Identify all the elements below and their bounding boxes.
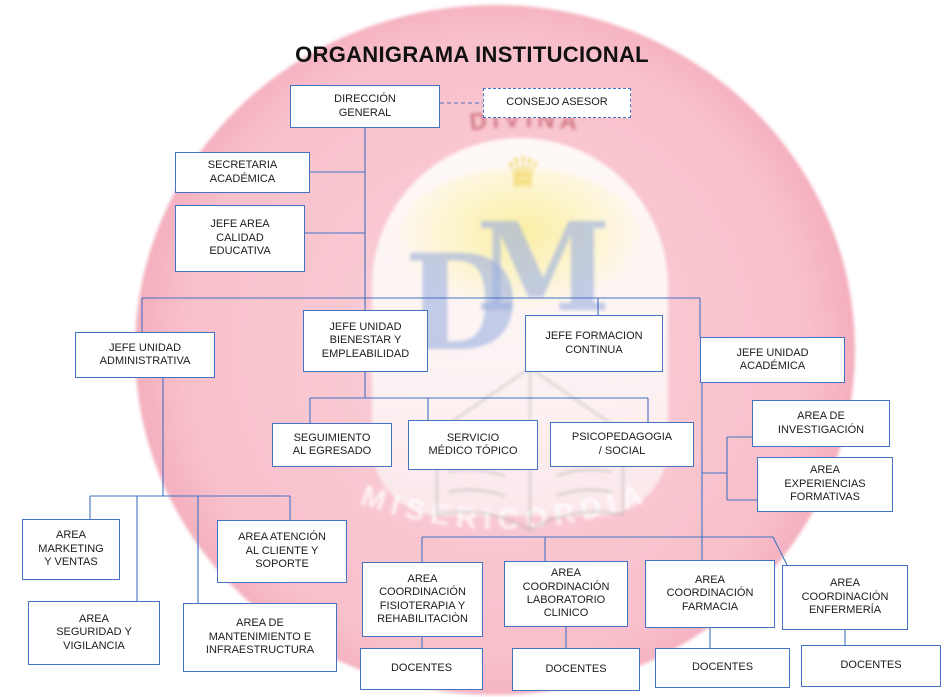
page-title: ORGANIGRAMA INSTITUCIONAL [295, 42, 649, 67]
org-node-jefe-unidad-bienestar-empleabilidad: JEFE UNIDAD BIENESTAR Y EMPLEABILIDAD [303, 310, 428, 372]
org-node-area-coordinacion-laboratorio-clinico: AREA COORDINACIÓN LABORATORIO CLINICO [504, 561, 628, 627]
org-node-area-marketing-ventas: AREA MARKETING Y VENTAS [22, 519, 120, 580]
org-node-jefe-formacion-continua: JEFE FORMACION CONTINUA [525, 315, 663, 372]
org-node-docentes-fisioterapia: DOCENTES [360, 648, 483, 690]
org-node-area-coordinacion-farmacia: AREA COORDINACIÓN FARMACIA [645, 560, 775, 628]
org-node-docentes-enfermeria: DOCENTES [801, 645, 941, 687]
org-node-jefe-unidad-academica: JEFE UNIDAD ACADÉMICA [700, 337, 845, 383]
org-node-jefe-unidad-administrativa: JEFE UNIDAD ADMINISTRATIVA [75, 332, 215, 378]
org-node-psicopedagogia-social: PSICOPEDAGOGIA / SOCIAL [550, 422, 694, 467]
org-node-area-coordinacion-fisioterapia-rehabilitacion: AREA COORDINACIÓN FISIOTERAPIA Y REHABIL… [362, 562, 483, 637]
org-node-area-mantenimiento-infraestructura: AREA DE MANTENIMIENTO E INFRAESTRUCTURA [183, 603, 337, 672]
org-node-jefe-area-calidad-educativa: JEFE AREA CALIDAD EDUCATIVA [175, 205, 305, 272]
org-node-servicio-medico-topico: SERVICIO MÉDICO TÓPICO [408, 420, 538, 470]
org-node-area-coordinacion-enfermeria: AREA COORDINACIÓN ENFERMERÍA [782, 565, 908, 630]
connector-coordinacion-spine [422, 536, 788, 566]
org-node-docentes-farmacia: DOCENTES [655, 648, 790, 688]
org-node-docentes-laboratorio: DOCENTES [512, 648, 640, 691]
org-node-area-seguridad-vigilancia: AREA SEGURIDAD Y VIGILANCIA [28, 601, 160, 665]
org-node-consejo-asesor: CONSEJO ASESOR [483, 88, 631, 118]
org-node-direccion-general: DIRECCIÓN GENERAL [290, 85, 440, 128]
org-node-area-atencion-cliente-soporte: AREA ATENCIÓN AL CLIENTE Y SOPORTE [217, 520, 347, 583]
org-node-seguimiento-al-egresado: SEGUIMIENTO AL EGRESADO [272, 423, 392, 467]
org-node-area-experiencias-formativas: AREA EXPERIENCIAS FORMATIVAS [757, 457, 893, 512]
org-node-area-investigacion: AREA DE INVESTIGACIÓN [752, 400, 890, 447]
org-node-secretaria-academica: SECRETARIA ACADÉMICA [175, 152, 310, 193]
